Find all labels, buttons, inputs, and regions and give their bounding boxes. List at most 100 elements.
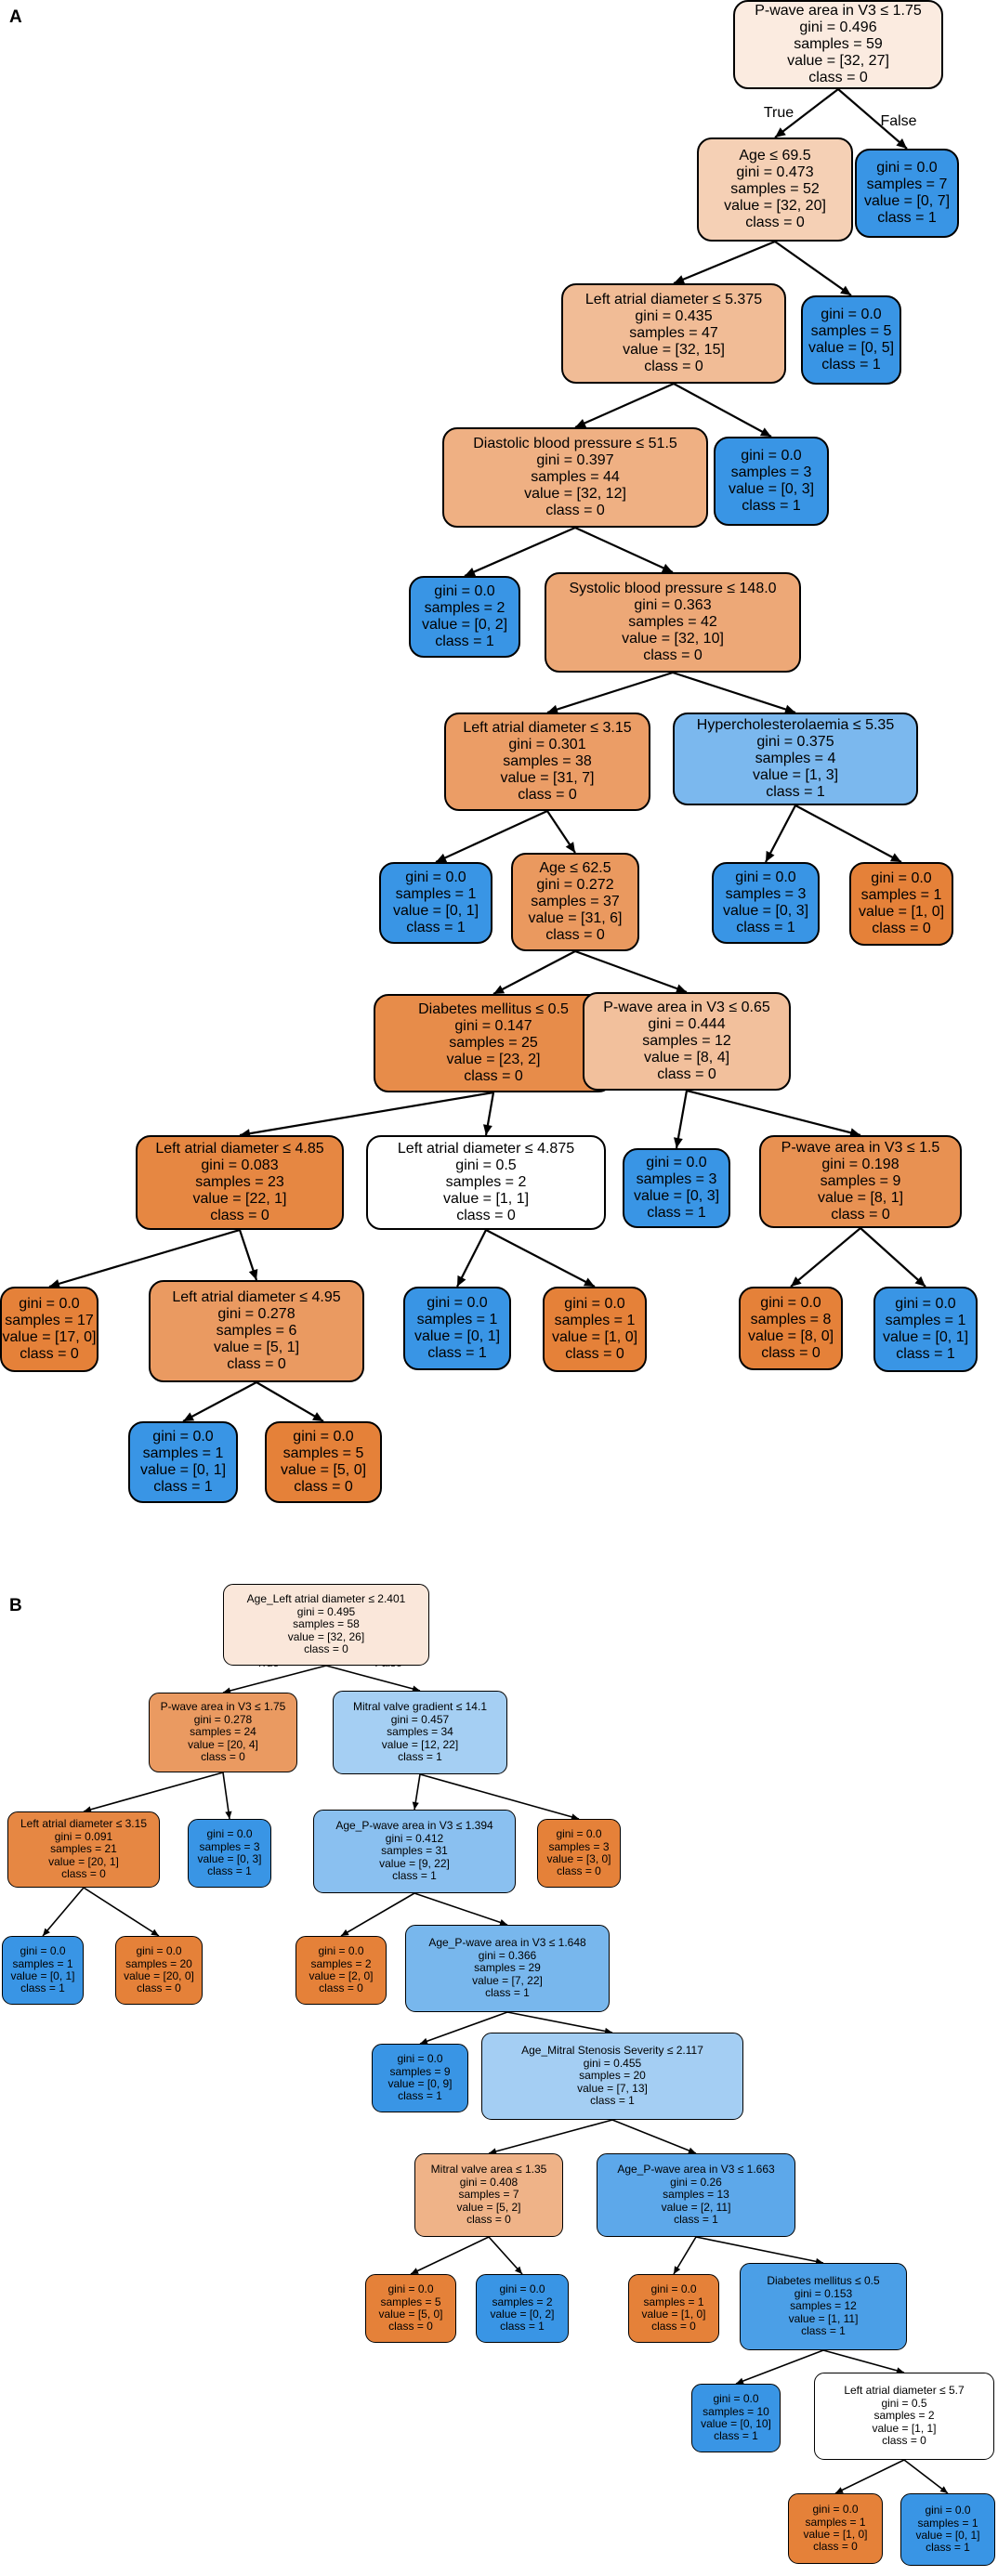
node-text-line: value = [1, 1]	[872, 2421, 937, 2435]
node-text-line: class = 1	[398, 2089, 442, 2103]
node-text-line: class = 1	[153, 1478, 213, 1495]
tree-b-arrowhead-18-19	[736, 2377, 744, 2385]
tree-b-arrowhead-3-8	[151, 1929, 159, 1936]
node-text-line: gini = 0.0	[876, 160, 938, 177]
node-text-line: value = [2, 0]	[309, 1969, 374, 1982]
node-text-line: Left atrial diameter ≤ 5.7	[844, 2384, 965, 2398]
tree-a-edge-0-1	[774, 88, 839, 138]
node-text-line: samples = 7	[458, 2188, 519, 2202]
tree-b-edge-18-20	[822, 2349, 905, 2373]
node-text-line: Diabetes mellitus ≤ 0.5	[418, 1001, 569, 1018]
node-text-line: samples = 9	[389, 2064, 451, 2078]
node-text-line: value = [8, 0]	[747, 1328, 834, 1344]
tree-a-arrowhead-22-27	[183, 1412, 195, 1421]
node-text-line: Mitral valve area ≤ 1.35	[430, 2163, 547, 2177]
tree-a-arrowhead-5-8	[661, 563, 673, 572]
node-text-line: samples = 13	[663, 2188, 729, 2202]
tree-a-arrowhead-10-14	[889, 853, 901, 862]
node-text-line: value = [5, 0]	[378, 2308, 443, 2321]
node-text-line: gini = 0.083	[201, 1157, 279, 1174]
tree-b-arrowhead-12-14	[688, 2147, 696, 2154]
node-text-line: value = [0, 10]	[701, 2417, 771, 2430]
node-text-line: samples = 21	[50, 1842, 117, 1856]
tree-b-edge-13-16	[488, 2236, 523, 2275]
tree-b-arrowhead-10-11	[420, 2037, 428, 2045]
node-text-line: P-wave area in V3 ≤ 0.65	[603, 1000, 770, 1016]
node-text-line: class = 0	[882, 2434, 926, 2448]
node-text-line: gini = 0.444	[648, 1016, 726, 1033]
tree-a-arrowhead-16-19	[674, 1137, 683, 1148]
node-text-line: value = [32, 15]	[623, 341, 725, 358]
node-text-line: samples = 47	[629, 325, 718, 342]
node-text-line: class = 0	[464, 1067, 523, 1084]
tree-a-edge-12-16	[574, 949, 688, 994]
node-text-line: gini = 0.278	[217, 1306, 295, 1323]
tree-b-edge-3-8	[83, 1887, 160, 1937]
node-text-line: value = [1, 0]	[551, 1329, 638, 1345]
node-text-line: class = 0	[831, 1206, 890, 1223]
node-text-line: gini = 0.0	[925, 2504, 971, 2517]
node-text-line: class = 0	[565, 1345, 624, 1362]
tree-b-arrowhead-13-15	[411, 2268, 419, 2274]
node-text-line: class = 1	[896, 1345, 955, 1362]
tree-a-arrowhead-15-18	[483, 1124, 492, 1135]
node-text-line: samples = 5	[810, 323, 892, 340]
tree-a-edge-18-24	[485, 1229, 596, 1288]
node-text-line: gini = 0.301	[508, 737, 586, 753]
node-text-line: class = 1	[207, 1864, 252, 1878]
node-text-line: class = 1	[20, 1981, 65, 1995]
node-text-line: samples = 17	[5, 1313, 94, 1329]
tree-a-arrowhead-9-11	[436, 853, 448, 862]
node-text-line: class = 0	[557, 1864, 601, 1878]
tree-a-edges	[48, 88, 926, 1422]
node-text-line: samples = 6	[216, 1323, 297, 1340]
tree-a-edge-10-14	[794, 804, 902, 863]
node-text-line: gini = 0.0	[206, 1827, 253, 1841]
node-text-line: P-wave area in V3 ≤ 1.75	[160, 1700, 286, 1714]
node-text-line: samples = 59	[794, 36, 883, 53]
tree-a-edge-1-3	[673, 240, 776, 285]
node-text-line: gini = 0.0	[556, 1827, 602, 1841]
node-text-line: Diabetes mellitus ≤ 0.5	[767, 2274, 880, 2288]
node-text-line: Age_P-wave area in V3 ≤ 1.663	[617, 2163, 775, 2177]
node-text-line: gini = 0.0	[821, 307, 882, 323]
tree-a-arrowhead-16-20	[849, 1128, 860, 1138]
node-text-line: samples = 20	[125, 1956, 192, 1970]
tree-b-edge-10-12	[506, 2011, 613, 2033]
node-text-line: samples = 4	[755, 751, 836, 767]
node-text-line: samples = 1	[416, 1312, 498, 1328]
node-text-line: class = 0	[872, 920, 931, 936]
tree-b-edge-3-7	[42, 1887, 85, 1937]
node-text-line: gini = 0.496	[799, 20, 877, 36]
node-text-line: samples = 8	[750, 1312, 832, 1328]
node-text-line: gini = 0.0	[434, 583, 495, 600]
node-text-line: samples = 1	[885, 1313, 966, 1329]
node-text-line: class = 0	[388, 2320, 433, 2334]
node-text-line: Left atrial diameter ≤ 3.15	[20, 1817, 147, 1831]
node-text-line: Age_Mitral Stenosis Severity ≤ 2.117	[521, 2044, 703, 2058]
node-text-line: value = [1, 1]	[442, 1190, 530, 1207]
node-text-line: class = 1	[801, 2324, 846, 2338]
node-text-line: value = [31, 6]	[528, 909, 623, 926]
node-text-line: class = 0	[201, 1750, 245, 1764]
tree-b-edge-10-11	[419, 2011, 508, 2045]
node-text-line: class = 1	[714, 2429, 758, 2443]
node-text-line: samples = 1	[395, 886, 477, 903]
tree-a-arrowhead-9-12	[565, 842, 575, 853]
node-text-line: samples = 1	[142, 1445, 224, 1462]
